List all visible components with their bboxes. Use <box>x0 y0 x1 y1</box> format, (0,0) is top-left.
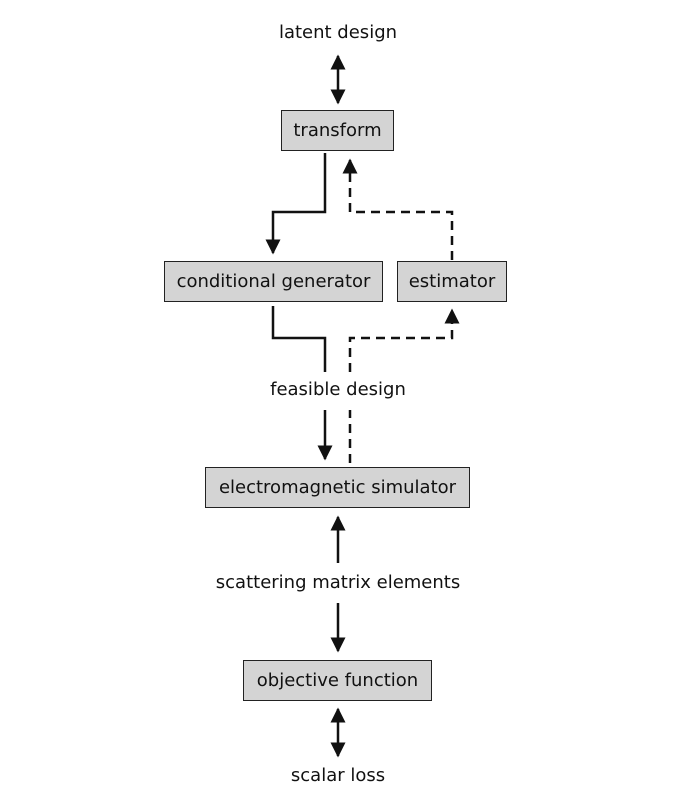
objective-function-box: objective function <box>243 660 432 701</box>
conditional-generator-box: conditional generator <box>164 261 383 302</box>
transform-box: transform <box>281 110 394 151</box>
estimator-to-transform-arrow <box>342 158 454 260</box>
latent-design-label: latent design <box>278 22 398 43</box>
generator-to-feasible-line <box>271 306 327 372</box>
scattering-matrix-elements-label: scattering matrix elements <box>215 572 461 593</box>
estimator-box: estimator <box>397 261 507 302</box>
feasible-design-label: feasible design <box>270 379 406 400</box>
transform-to-generator-arrow <box>265 153 327 255</box>
feasible-to-estimator-arrow <box>348 308 460 372</box>
electromagnetic-simulator-box: electromagnetic simulator <box>205 467 470 508</box>
scalar-loss-label: scalar loss <box>290 765 386 786</box>
